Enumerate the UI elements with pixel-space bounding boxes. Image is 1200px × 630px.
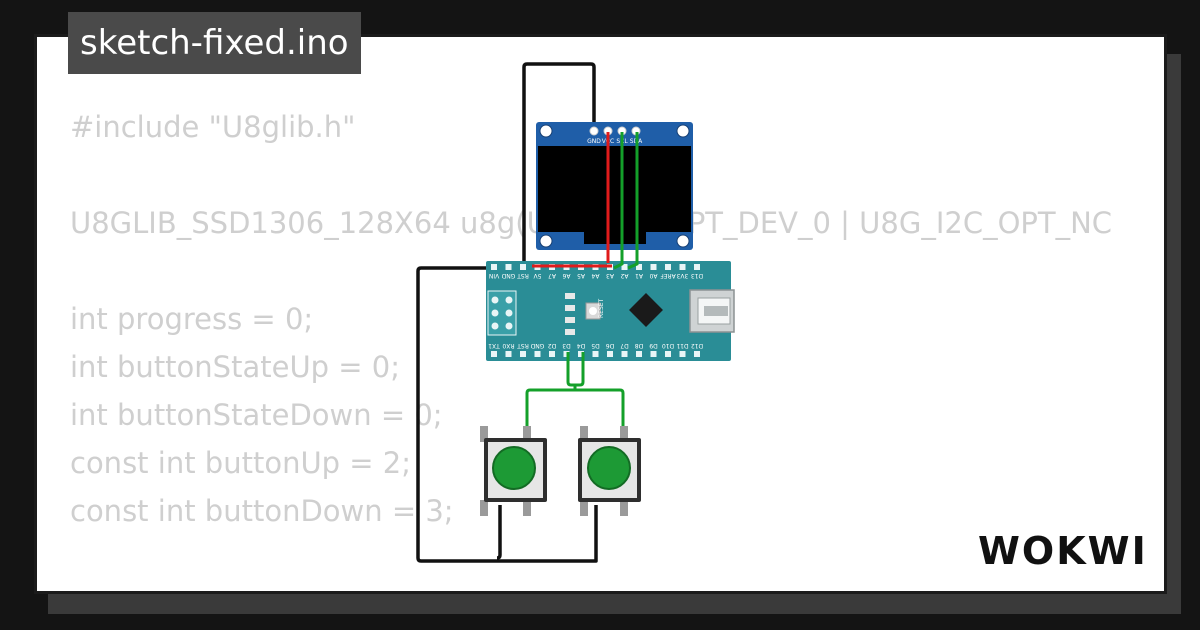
microcontroller-chip-icon: [629, 293, 663, 327]
header-pin: [491, 351, 497, 357]
nano-pin-label: A0: [649, 272, 657, 279]
header-pin: [679, 351, 686, 357]
header-pin: [592, 351, 599, 357]
nano-pin-label: A3: [606, 272, 614, 279]
nano-pin-label: D4: [577, 342, 586, 349]
oled-pin-label: GND: [587, 138, 601, 145]
header-pin: [607, 351, 613, 357]
header-pin: [520, 264, 526, 270]
status-leds: [565, 293, 575, 335]
nano-pin-label: D8: [635, 342, 644, 349]
header-pin: [636, 351, 642, 357]
wokwi-logo-text: WOKWI: [978, 529, 1148, 573]
header-pin: [491, 264, 497, 270]
nano-pin-label: D2: [548, 342, 557, 349]
header-pin: [679, 264, 686, 270]
reset-label: RESET: [598, 298, 605, 318]
header-pin: [534, 351, 541, 357]
nano-pin-label: D13: [691, 272, 703, 279]
nano-pin-label: D6: [606, 342, 615, 349]
nano-pin-label: D7: [620, 342, 629, 349]
nano-pin-label: AREF: [660, 272, 676, 279]
push-button-down[interactable]: [578, 426, 641, 516]
header-pin: [636, 264, 642, 270]
nano-pin-label: TX1: [488, 342, 501, 349]
header-pin: [621, 351, 628, 357]
filename-tag: sketch-fixed.ino: [68, 12, 361, 74]
code-line: const int buttonDown = 3;: [70, 494, 454, 528]
code-line: #include "U8glib.h": [70, 110, 356, 144]
nano-pin-label: A5: [577, 272, 585, 279]
nano-pin-label: D10: [662, 342, 674, 349]
nano-pin-label: D9: [649, 342, 658, 349]
header-pin: [694, 351, 700, 357]
nano-pin-label: A2: [620, 272, 628, 279]
wokwi-logo: WOKWI: [978, 529, 1148, 573]
code-line: void setup() {: [70, 583, 1112, 591]
nano-pin-label: A7: [548, 272, 556, 279]
nano-pin-label: A6: [562, 272, 570, 279]
reset-button[interactable]: [585, 302, 601, 320]
wire-i2c-green: [613, 132, 639, 270]
nano-pin-label: VIN: [489, 272, 499, 279]
code-line: int progress = 0;: [70, 302, 314, 336]
header-pin: [520, 351, 526, 357]
wire-black-loop: [416, 62, 598, 563]
header-pin: [694, 264, 700, 270]
push-button-up[interactable]: [480, 426, 547, 516]
nano-pin-label: 3V3: [676, 272, 688, 279]
nano-pin-label: 5V: [533, 272, 542, 279]
nano-pin-label: D3: [562, 342, 571, 349]
nano-pin-label: GND: [501, 272, 515, 279]
header-pin: [665, 264, 671, 270]
oled-pin: [589, 126, 599, 136]
code-line: int buttonStateUp = 0;: [70, 350, 401, 384]
nano-pin-label: RX0: [502, 342, 514, 349]
code-line: const int buttonUp = 2;: [70, 446, 412, 480]
header-pin: [505, 264, 512, 270]
header-pin: [665, 351, 671, 357]
header-pin: [549, 351, 555, 357]
oled-screen: [538, 146, 691, 232]
nano-pin-label: D5: [591, 342, 600, 349]
usb-mini-connector-icon: [689, 289, 735, 333]
header-pin: [621, 264, 628, 270]
header-pin: [650, 264, 657, 270]
header-pin: [578, 351, 584, 357]
nano-pin-label: A4: [591, 272, 599, 279]
nano-pin-label: D12: [691, 342, 703, 349]
wire-vcc-red: [532, 132, 612, 268]
nano-pin-label: GND: [530, 342, 544, 349]
header-pin: [650, 351, 657, 357]
header-pin: [505, 351, 512, 357]
nano-pin-label: D11: [676, 342, 688, 349]
nano-pin-label: RST: [517, 272, 529, 279]
nano-pin-label: RST: [517, 342, 529, 349]
nano-pin-label: A1: [635, 272, 643, 279]
wire-buttons-green: [525, 352, 625, 428]
